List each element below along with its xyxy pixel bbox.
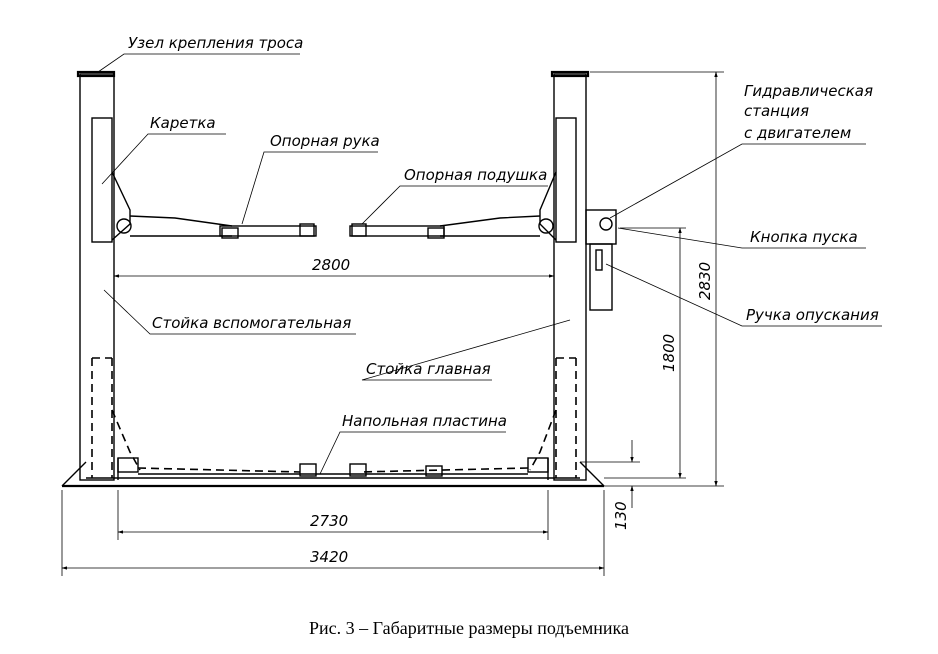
label-hydraulic-line-1: Гидравлическая: [744, 82, 873, 100]
dim-height-total: 2830: [696, 262, 714, 300]
figure-caption: Рис. 3 – Габаритные размеры подъемника: [309, 618, 629, 638]
leader-lines: [97, 53, 882, 475]
dimension-outer-width: [61, 490, 605, 576]
dimension-base-height: [580, 440, 640, 508]
label-lowering-handle: Ручка опускания: [746, 306, 879, 324]
label-aux-post: Стойка вспомогательная: [152, 314, 351, 332]
label-cable-mount: Узел крепления троса: [128, 34, 303, 52]
label-hydraulic-line-2: станция: [744, 102, 809, 120]
support-arms-upper: [129, 215, 541, 239]
base-plate: [61, 461, 605, 488]
label-start-button: Кнопка пуска: [750, 228, 858, 246]
label-carriage: Каретка: [150, 114, 216, 132]
dim-base-height: 130: [612, 501, 630, 530]
dim-outer-width: 3420: [310, 548, 348, 566]
label-main-post: Стойка главная: [366, 360, 491, 378]
dim-inner-width: 2730: [310, 512, 348, 530]
label-hydraulic-line-3: с двигателем: [744, 124, 851, 142]
support-arms-lower: [117, 457, 549, 480]
dimension-height-total: [590, 71, 724, 487]
dimension-height-lift: [604, 227, 686, 479]
dimension-inner-width: [117, 490, 549, 540]
hydraulic-station: [585, 209, 617, 311]
dim-arm-span: 2800: [312, 256, 350, 274]
label-support-pad: Опорная подушка: [404, 166, 547, 184]
dim-height-lift: 1800: [660, 334, 678, 372]
label-floor-plate: Напольная пластина: [342, 412, 507, 430]
label-support-arm: Опорная рука: [270, 132, 380, 150]
